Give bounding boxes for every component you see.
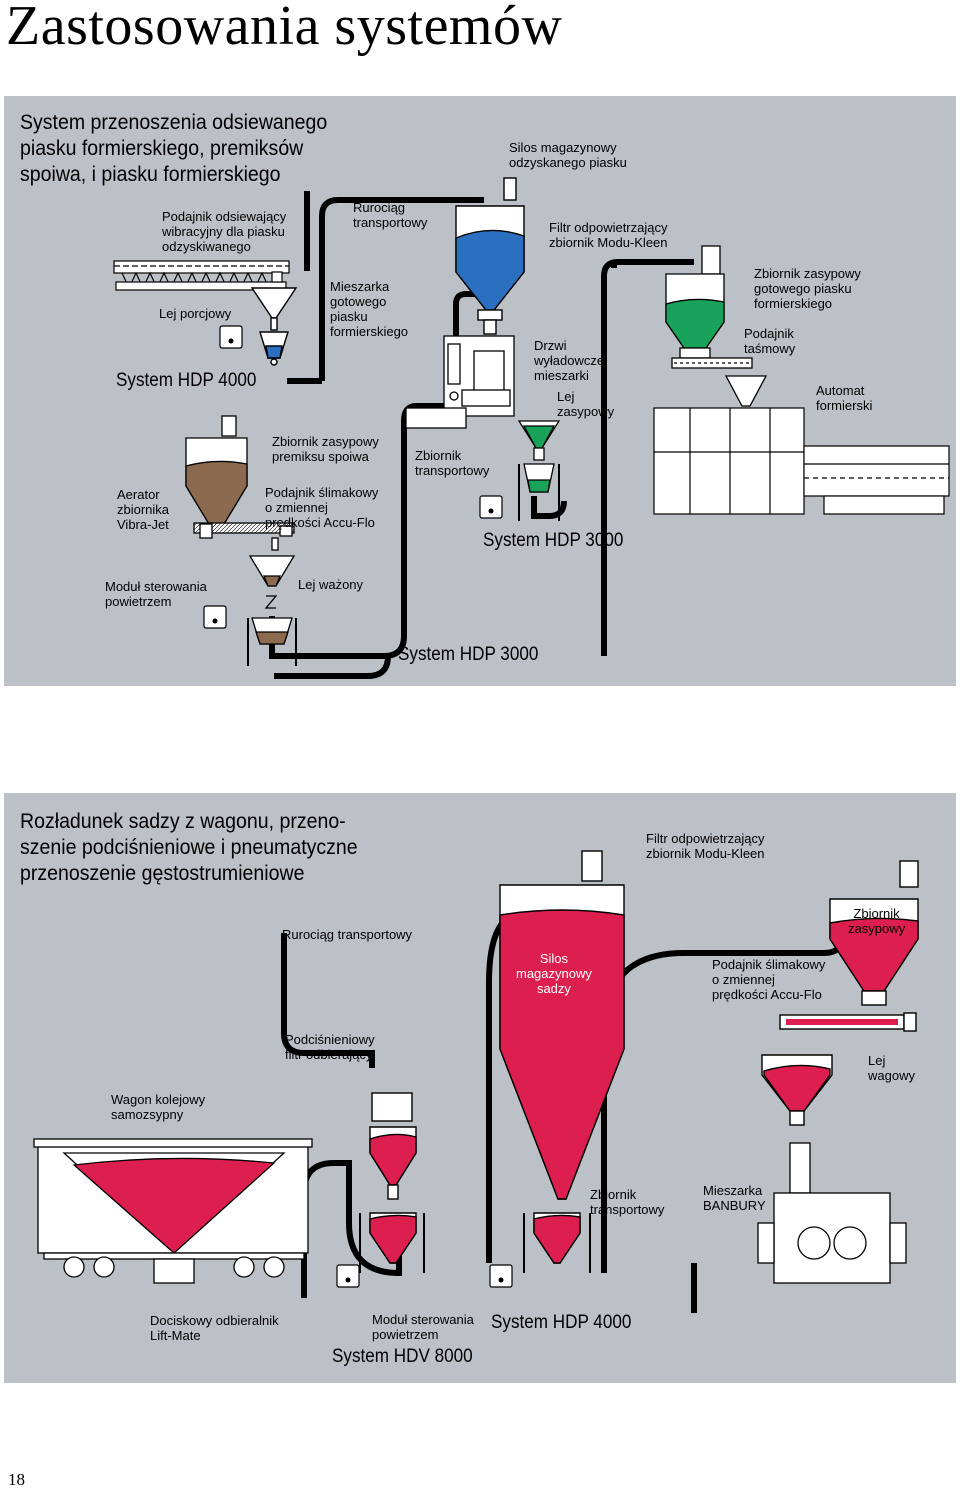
label-mixer: Mieszarka gotowego piasku formierskiego — [330, 279, 409, 339]
batch-hopper-drawing — [250, 287, 298, 366]
page-title: Zastosowania systemów — [6, 0, 563, 57]
control-box-hdp — [489, 1264, 513, 1288]
vacuum-line — [281, 933, 375, 1068]
panel1-heading: System przenoszenia odsiewanego piasku f… — [20, 111, 328, 186]
silo-drawing — [455, 177, 525, 335]
control-box-1 — [219, 325, 243, 349]
label-system-hdv8000: System HDV 8000 — [332, 1346, 473, 1367]
control-box-2 — [203, 605, 227, 629]
label-lift-mate: Dociskowy odbieralnik Lift-Mate — [150, 1313, 279, 1343]
label-vacuum-filter: Podciśnieniowy filtr odbierający — [285, 1032, 375, 1062]
silo-drawing — [499, 850, 625, 1200]
label-discharge-doors: Drzwi wyładowcze mieszarki — [534, 338, 605, 383]
label-filter: Filtr odpowietrzający zbiornik Modu-Klee… — [646, 831, 765, 861]
pipeline-right — [601, 259, 694, 656]
label-weigh-hopper: Lej wagowy — [868, 1053, 915, 1083]
mixer-drawing — [405, 335, 515, 429]
feed-hopper-drawing — [517, 420, 561, 521]
panel2-heading: Rozładunek sadzy z wagonu, przeno- szeni… — [20, 810, 358, 885]
rail-car-drawing — [33, 1138, 313, 1284]
label-belt-feeder: Podajnik taśmowy — [744, 326, 796, 356]
feed-bin-drawing — [779, 860, 919, 1032]
label-transport-vessel: Zbiornik transportowy — [415, 448, 490, 478]
label-batch-hopper: Lej porcjowy — [159, 306, 232, 321]
label-silo: Silos magazynowy sadzy — [516, 951, 592, 996]
label-banbury: Mieszarka BANBURY — [703, 1183, 766, 1213]
label-vibrating-feeder: Podajnik odsiewający wibracyjny dla pias… — [162, 209, 287, 254]
vacuum-receiver-drawing — [359, 1092, 425, 1273]
label-conveying-line: Rurociąg transportowy — [353, 200, 428, 230]
conveying-pipeline — [269, 291, 480, 659]
pipeline-lower-1 — [274, 655, 391, 679]
sand-bin-drawing — [665, 245, 768, 407]
label-feed-hopper: Lej zasypowy — [557, 389, 615, 419]
label-system-hdp4000: System HDP 4000 — [116, 370, 257, 391]
control-box-3 — [479, 495, 503, 519]
label-air-control: Moduł sterowania powietrzem — [372, 1312, 474, 1342]
vibrating-feeder-drawing — [113, 260, 290, 291]
banbury-drawing — [757, 1142, 907, 1284]
label-feed-bin: Zbiornik zasypowy — [848, 906, 906, 936]
label-molding-machine: Automat formierski — [816, 383, 873, 413]
label-system-hdp3000-b: System HDP 3000 — [398, 644, 539, 665]
carbon-black-diagram — [33, 850, 919, 1313]
label-aerator: Aerator zbiornika Vibra-Jet — [117, 487, 170, 532]
label-conveying-line: Rurociąg transportowy — [282, 927, 413, 942]
label-system-hdp3000-a: System HDP 3000 — [483, 530, 624, 551]
label-screw-feeder: Podajnik ślimakowy o zmiennej prędkości … — [265, 485, 379, 530]
control-box-hdv — [336, 1264, 360, 1288]
label-filter: Filtr odpowietrzający zbiornik Modu-Klee… — [549, 220, 668, 250]
carbon-black-panel: Rozładunek sadzy z wagonu, przeno- szeni… — [4, 793, 956, 1383]
label-system-hdp4000: System HDP 4000 — [491, 1312, 632, 1333]
pipeline-upper — [319, 197, 484, 381]
label-sand-bin: Zbiornik zasypowy gotowego piasku formie… — [754, 266, 861, 311]
label-rail-car: Wagon kolejowy samozsypny — [111, 1092, 206, 1122]
label-premix-bin: Zbiornik zasypowy premiksu spoiwa — [272, 434, 379, 464]
weigh-hopper-drawing — [247, 537, 297, 666]
sand-system-panel: System przenoszenia odsiewanego piasku f… — [4, 96, 956, 686]
page-number: 18 — [8, 1470, 25, 1489]
molding-machine-drawing — [653, 407, 950, 515]
transport-vessel-drawing — [523, 1212, 591, 1273]
label-silo: Silos magazynowy odzyskanego piasku — [509, 140, 627, 170]
label-weigh-hopper: Lej ważony — [298, 577, 364, 592]
weigh-hopper-drawing — [761, 1054, 833, 1126]
label-transport-vessel: Zbiornik transportowy — [590, 1187, 665, 1217]
label-air-control: Moduł sterowania powietrzem — [105, 579, 207, 609]
sand-system-diagram — [113, 177, 950, 679]
premix-bin-drawing — [185, 415, 295, 539]
label-screw-feeder: Podajnik ślimakowy o zmiennej prędkości … — [712, 957, 826, 1002]
